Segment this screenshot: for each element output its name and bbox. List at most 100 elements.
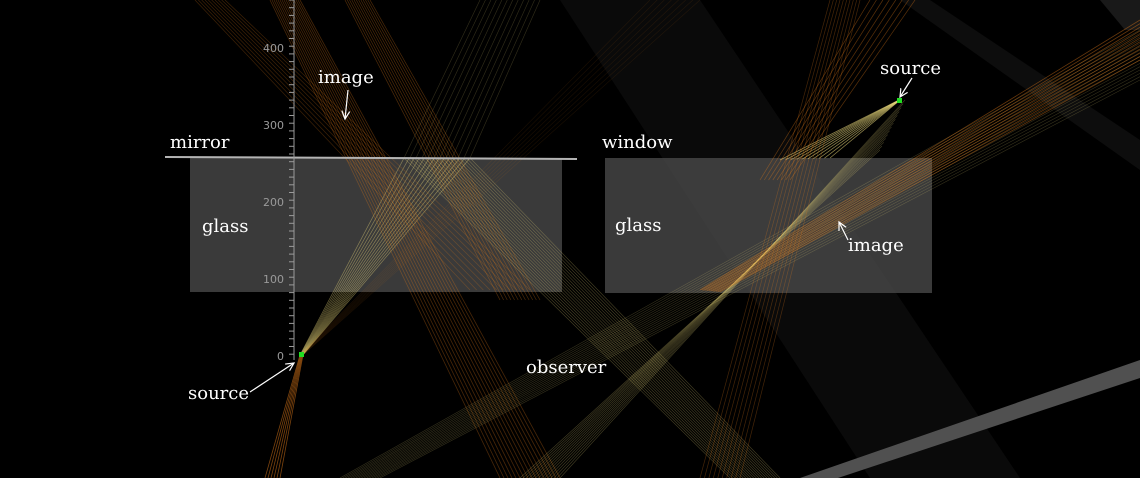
orange-beam-left-lower <box>264 354 304 478</box>
ray <box>410 157 736 478</box>
axis-tick-label: 0 <box>277 350 284 363</box>
vertical-axis: 400 300 200 100 0 <box>263 0 295 363</box>
ray <box>701 23 1140 291</box>
ray <box>417 157 741 478</box>
orange-beam-left-down <box>269 0 561 478</box>
ray <box>705 30 1140 291</box>
ray <box>369 66 1140 478</box>
ray <box>779 100 898 161</box>
image-left-arrow <box>345 89 348 119</box>
ray <box>201 0 484 291</box>
ray <box>267 354 301 478</box>
ray <box>301 157 445 356</box>
ray <box>710 41 1140 292</box>
ray <box>704 0 834 478</box>
ray <box>541 122 894 478</box>
ray <box>204 0 491 291</box>
mirror-line[interactable] <box>164 156 578 160</box>
ray <box>699 0 831 478</box>
window-label: window <box>602 132 673 153</box>
ray <box>717 0 844 478</box>
ray <box>463 0 535 159</box>
ray <box>730 0 854 478</box>
ray <box>435 157 754 478</box>
ray <box>297 0 557 478</box>
source-right-arrow <box>900 77 913 97</box>
ray <box>356 0 519 301</box>
ray <box>276 354 303 478</box>
ray <box>300 157 430 356</box>
ray <box>221 0 524 291</box>
mirror-reflected-beam <box>403 0 541 159</box>
orange-beam-steep-right <box>699 0 861 478</box>
ray <box>302 157 456 356</box>
ray <box>361 56 1140 478</box>
ray <box>785 100 898 161</box>
ray <box>818 100 899 159</box>
image-label-left: image <box>318 67 374 88</box>
mirror-label: mirror <box>170 132 230 153</box>
axis-tick-label: 100 <box>263 273 284 286</box>
ray <box>451 0 524 159</box>
ray <box>553 107 902 478</box>
ray <box>824 100 900 159</box>
ray <box>270 354 302 478</box>
ray <box>459 157 773 478</box>
image-label-right: image <box>848 235 904 256</box>
source-point-right[interactable] <box>897 98 902 103</box>
glass-label-left: glass <box>202 216 249 237</box>
ray <box>717 56 1140 293</box>
ray <box>374 73 1140 478</box>
observer-beam-b <box>519 99 906 478</box>
ray <box>445 0 519 159</box>
ray <box>813 100 899 159</box>
ray <box>559 99 906 478</box>
ray <box>281 0 525 478</box>
ray <box>302 0 701 356</box>
ray <box>403 0 481 159</box>
ray <box>275 0 513 478</box>
glass-block-right[interactable] <box>605 158 932 293</box>
ray <box>365 0 534 301</box>
glass-block-left[interactable] <box>190 158 562 292</box>
ray <box>544 119 896 478</box>
ray <box>829 100 900 159</box>
ray <box>708 0 838 478</box>
axis-tick-label: 300 <box>263 119 284 132</box>
ray <box>452 157 768 478</box>
source-point-left[interactable] <box>299 352 304 357</box>
ray <box>699 19 1140 291</box>
ray <box>457 0 530 159</box>
ray <box>300 0 658 356</box>
ray <box>431 157 752 478</box>
ray <box>379 79 1140 478</box>
ray <box>353 0 515 301</box>
ray <box>194 0 471 291</box>
ray <box>301 157 440 356</box>
ray <box>424 157 747 478</box>
ray <box>455 157 770 478</box>
ray <box>289 0 541 478</box>
ray <box>301 0 679 356</box>
ray <box>538 126 892 478</box>
ray <box>299 157 405 356</box>
ray <box>279 0 521 478</box>
ray <box>224 0 531 291</box>
ray <box>277 0 517 478</box>
ray <box>300 157 420 356</box>
bottom-right-wall[interactable] <box>800 360 1140 478</box>
ray <box>535 130 890 478</box>
ray <box>716 52 1140 292</box>
ray <box>301 0 686 356</box>
ray <box>269 0 501 478</box>
ray <box>421 0 497 159</box>
ray <box>300 0 665 356</box>
ray <box>300 157 425 356</box>
ray <box>759 0 871 181</box>
ray <box>355 49 1140 478</box>
ray <box>439 0 513 159</box>
ray <box>302 157 461 356</box>
ray <box>342 33 1140 478</box>
